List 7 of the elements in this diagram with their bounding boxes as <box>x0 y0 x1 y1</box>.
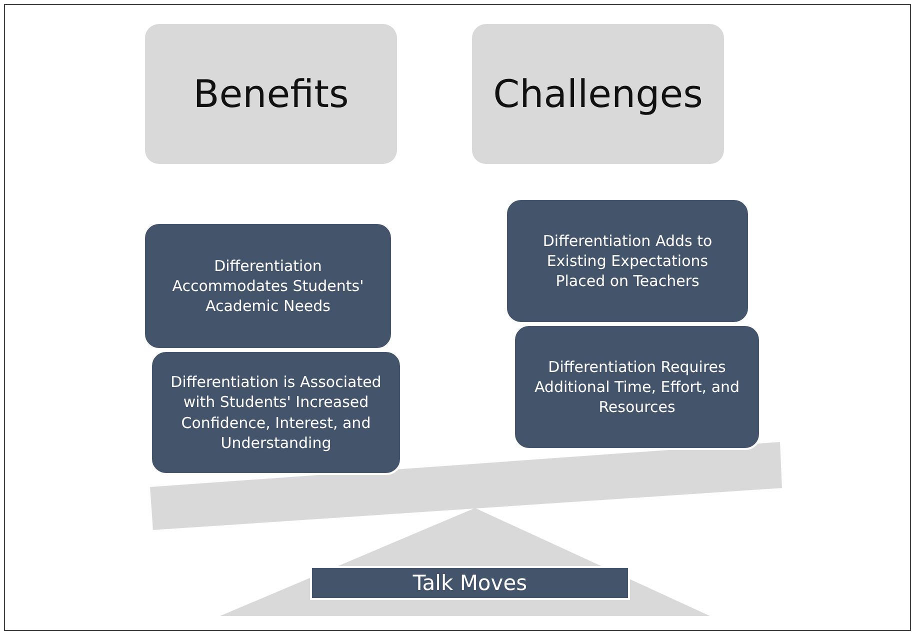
statement-box: Differentiation Accommodates Students' Academic Needs <box>143 222 393 350</box>
label-bar: Talk Moves <box>310 566 630 600</box>
statement-box: Differentiation Requires Additional Time, Effort, and Resources <box>513 324 761 450</box>
heading-box: Benefits <box>145 24 397 164</box>
statement-box: Differentiation Adds to Existing Expectations Placed on Teachers <box>505 198 750 324</box>
heading-box: Challenges <box>472 24 724 164</box>
statement-box: Differentiation is Associated with Students' Increased Confidence, Interest, and Understanding <box>150 350 402 475</box>
